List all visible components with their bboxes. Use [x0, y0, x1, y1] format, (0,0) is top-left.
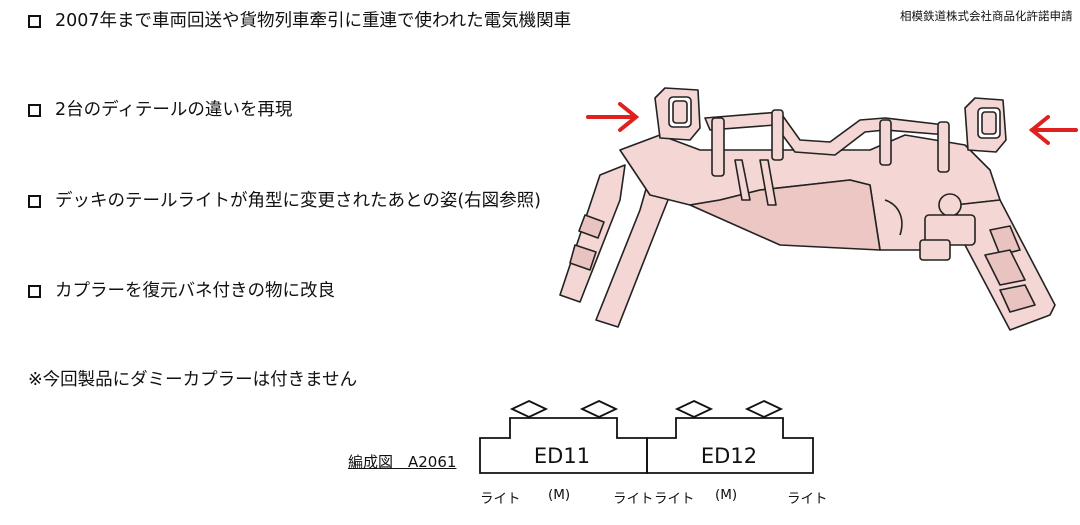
feature-bullet: 2007年まで車両回送や貨物列車牽引に重連で使われた電気機関車: [28, 9, 571, 33]
checkbox-square-icon: [28, 284, 41, 298]
right-arrow-icon: [1028, 115, 1078, 145]
light-label: ライト: [613, 491, 654, 507]
feature-bullet: デッキのテールライトが角型に変更されたあとの姿(右図参照): [28, 189, 541, 213]
formation-label: 編成図 A2061: [348, 453, 457, 471]
motor-label: (M): [548, 487, 571, 503]
feature-text: 2007年まで車両回送や貨物列車牽引に重連で使われた電気機関車: [55, 11, 572, 31]
deck-illustration: [559, 87, 1056, 331]
light-label: ライト: [654, 491, 695, 507]
loco-label-ed11: ED11: [533, 444, 591, 468]
formation-diagram: [479, 400, 814, 474]
light-label: ライト: [480, 491, 521, 507]
feature-text: カプラーを復元バネ付きの物に改良: [55, 281, 335, 301]
coupler-note: ※今回製品にダミーカプラーは付きません: [28, 370, 358, 390]
checkbox-square-icon: [28, 14, 41, 28]
light-label: ライト: [787, 491, 828, 507]
pantograph-icon: [674, 400, 714, 418]
checkbox-square-icon: [28, 103, 41, 117]
motor-label: (M): [715, 487, 738, 503]
pantograph-icon: [744, 400, 784, 418]
feature-text: 2台のディテールの違いを再現: [55, 100, 293, 120]
feature-bullet: 2台のディテールの違いを再現: [28, 98, 292, 122]
left-arrow-icon: [586, 102, 640, 132]
copyright-notice: 相模鉄道株式会社商品化許諾申請: [900, 9, 1073, 23]
pantograph-icon: [509, 400, 549, 418]
feature-text: デッキのテールライトが角型に変更されたあとの姿(右図参照): [55, 191, 541, 211]
checkbox-square-icon: [28, 194, 41, 208]
pantograph-icon: [579, 400, 619, 418]
loco-label-ed12: ED12: [700, 444, 758, 468]
feature-bullet: カプラーを復元バネ付きの物に改良: [28, 279, 335, 303]
loco-ed12-outline: [646, 417, 814, 474]
